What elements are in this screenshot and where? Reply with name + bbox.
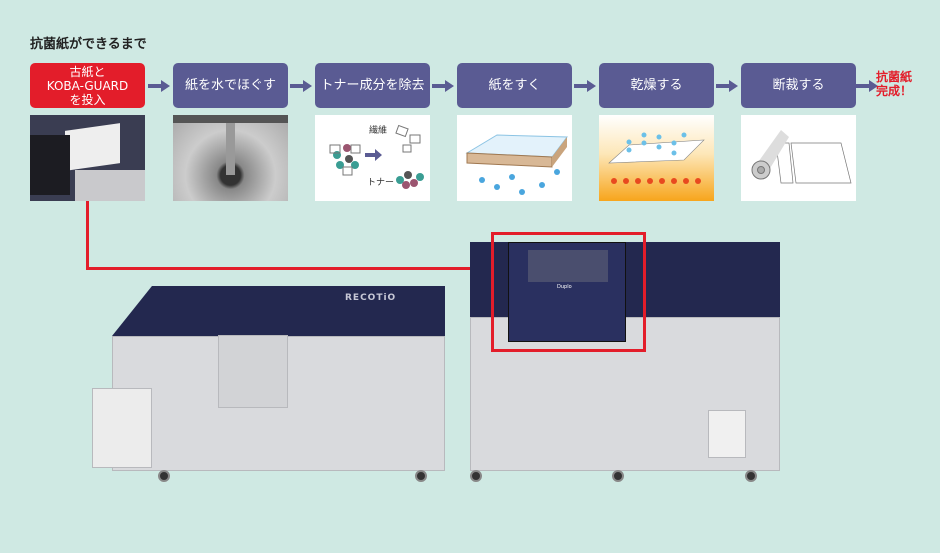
- highlight-box: [491, 232, 646, 352]
- toner-removal-illustration: 繊維 トナー: [315, 115, 430, 201]
- drying-icon: [608, 132, 705, 184]
- step-remove-toner: トナー成分を除去: [315, 63, 430, 108]
- step-form-sheet: 紙をすく: [457, 63, 572, 108]
- arrow-icon: [148, 80, 170, 92]
- arrow-icon: [290, 80, 312, 92]
- paper-layer-icon: [465, 134, 568, 195]
- diagram-title: 抗菌紙ができるまで: [30, 37, 147, 52]
- sheet-forming-illustration: [457, 115, 572, 201]
- connector-line: [86, 201, 89, 269]
- arrow-icon: [432, 80, 454, 92]
- step-pulp: 紙を水でほぐす: [173, 63, 288, 108]
- photo-pulping: [173, 115, 288, 201]
- maker-label: Duplo: [557, 284, 572, 290]
- result-label: 抗菌紙 完成！: [876, 70, 913, 98]
- lid-window: [528, 250, 608, 282]
- drying-illustration: [599, 115, 714, 201]
- arrow-icon: [574, 80, 596, 92]
- fiber-label: 繊維: [369, 126, 388, 136]
- arrow-icon: [856, 80, 878, 92]
- toner-label: トナー: [367, 178, 395, 188]
- connector-line: [86, 267, 491, 270]
- step-insert-paper: 古紙と KOBA-GUARD を投入: [30, 63, 145, 108]
- paper-roll-icon: [751, 130, 852, 184]
- fiber-toner-icon: [329, 124, 424, 189]
- step-dry: 乾燥する: [599, 63, 714, 108]
- step-cut: 断裁する: [741, 63, 856, 108]
- cutting-illustration: [741, 115, 856, 201]
- arrow-icon: [716, 80, 738, 92]
- brand-label: RECOTiO: [345, 293, 397, 303]
- photo-inserting-paper: [30, 115, 145, 201]
